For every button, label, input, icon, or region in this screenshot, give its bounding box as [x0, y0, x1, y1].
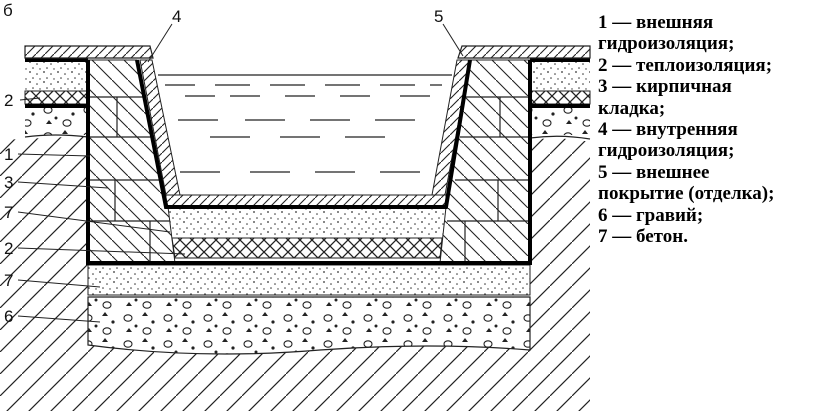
leader-lines	[17, 23, 464, 323]
gravel-outline	[87, 296, 531, 355]
legend-line: 1 — внешняя	[598, 12, 714, 33]
legend-line: покрытие (отделка);	[598, 183, 775, 205]
callout-left: 1	[4, 145, 13, 164]
legend-line: кладка;	[598, 97, 666, 119]
legend-line: 6 — гравий;	[598, 204, 704, 226]
left-ground-layers	[24, 58, 89, 138]
callout-left: 2	[4, 91, 13, 110]
legend-line: 5 — внешнее	[598, 161, 710, 183]
callout-left: 3	[4, 173, 13, 192]
callout-left: 7	[4, 271, 13, 290]
left-cap-slab	[24, 45, 154, 59]
left-brick-joints	[88, 96, 170, 263]
legend-line: 4 — внутренняя	[598, 119, 738, 141]
right-brick-joints	[447, 96, 530, 263]
legend-line: гидроизоляция;	[598, 33, 735, 55]
legend-line: 7 — бетон.	[598, 226, 688, 248]
callout-5: 5	[434, 7, 443, 26]
callout-4: 4	[172, 7, 181, 26]
right-cap-slab	[457, 45, 591, 59]
legend-line: гидроизоляция;	[598, 140, 735, 162]
base-concrete	[87, 264, 531, 296]
waterproofing-lines	[86, 59, 532, 265]
right-ground-layers	[529, 58, 591, 140]
legend: 1 — внешняя гидроизоляция; 2 — теплоизол…	[598, 12, 774, 247]
callout-left: 2	[4, 239, 13, 258]
floor-insulation	[171, 237, 443, 259]
callout-left: 6	[4, 307, 13, 326]
legend-line: 3 — кирпичная	[598, 76, 732, 98]
floor-concrete	[168, 209, 446, 237]
legend-line: 2 — теплоизоляция;	[598, 54, 773, 76]
callout-left: 7	[4, 203, 13, 222]
water	[158, 74, 452, 173]
figure-label: б	[3, 1, 13, 20]
